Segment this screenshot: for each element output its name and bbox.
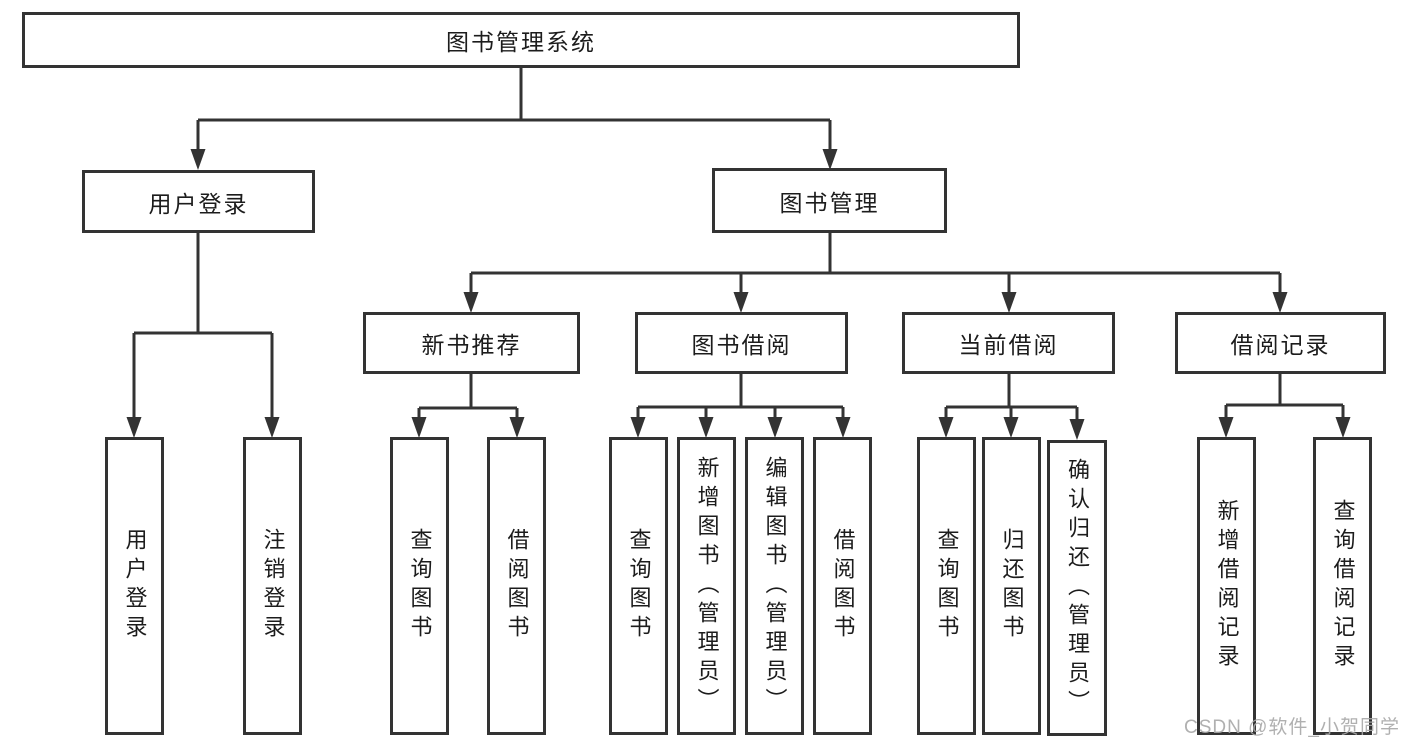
arrowhead [509, 417, 525, 438]
leaf-query-book-borrowing: 查询图书 [609, 437, 668, 735]
arrowhead [190, 149, 206, 170]
leaf-query-book-recommend: 查询图书 [390, 437, 449, 735]
node-borrowing-records: 借阅记录 [1175, 312, 1386, 374]
node-new-book-recommend: 新书推荐 [363, 312, 580, 374]
leaf-edit-book-admin: 编辑图书（管理员） [745, 437, 804, 735]
leaf-logout: 注销登录 [243, 437, 302, 735]
arrowhead [835, 417, 851, 438]
node-library-management-system: 图书管理系统 [22, 12, 1020, 68]
leaf-return-book: 归还图书 [982, 437, 1041, 735]
arrowhead [463, 292, 479, 313]
arrowhead [1003, 417, 1019, 438]
tree-branch-lines [132, 68, 1345, 422]
node-book-management: 图书管理 [712, 168, 947, 233]
arrowhead [411, 417, 427, 438]
leaf-add-borrow-record: 新增借阅记录 [1197, 437, 1256, 735]
node-book-borrowing: 图书借阅 [635, 312, 848, 374]
arrowhead [630, 417, 646, 438]
arrowhead [733, 292, 749, 313]
arrowhead [822, 149, 838, 170]
arrowhead [698, 417, 714, 438]
arrowhead [126, 417, 142, 438]
leaf-query-book-current: 查询图书 [917, 437, 976, 735]
node-current-borrowing: 当前借阅 [902, 312, 1115, 374]
leaf-borrow-book-borrowing: 借阅图书 [813, 437, 872, 735]
arrowhead [1218, 417, 1234, 438]
arrowhead [1335, 417, 1351, 438]
leaf-query-borrow-record: 查询借阅记录 [1313, 437, 1372, 735]
leaf-borrow-book-recommend: 借阅图书 [487, 437, 546, 735]
arrowheads [126, 149, 1351, 440]
leaf-add-book-admin: 新增图书（管理员） [677, 437, 736, 735]
arrowhead [1272, 292, 1288, 313]
leaf-confirm-return-admin: 确认归还（管理员） [1047, 440, 1107, 736]
arrowhead [767, 417, 783, 438]
csdn-watermark: CSDN @软件_小贺同学 [1184, 717, 1400, 738]
node-user-login: 用户登录 [82, 170, 315, 233]
leaf-user-login: 用户登录 [105, 437, 164, 735]
arrowhead [1069, 419, 1085, 440]
arrowhead [938, 417, 954, 438]
arrowhead [1001, 292, 1017, 313]
arrowhead [264, 417, 280, 438]
